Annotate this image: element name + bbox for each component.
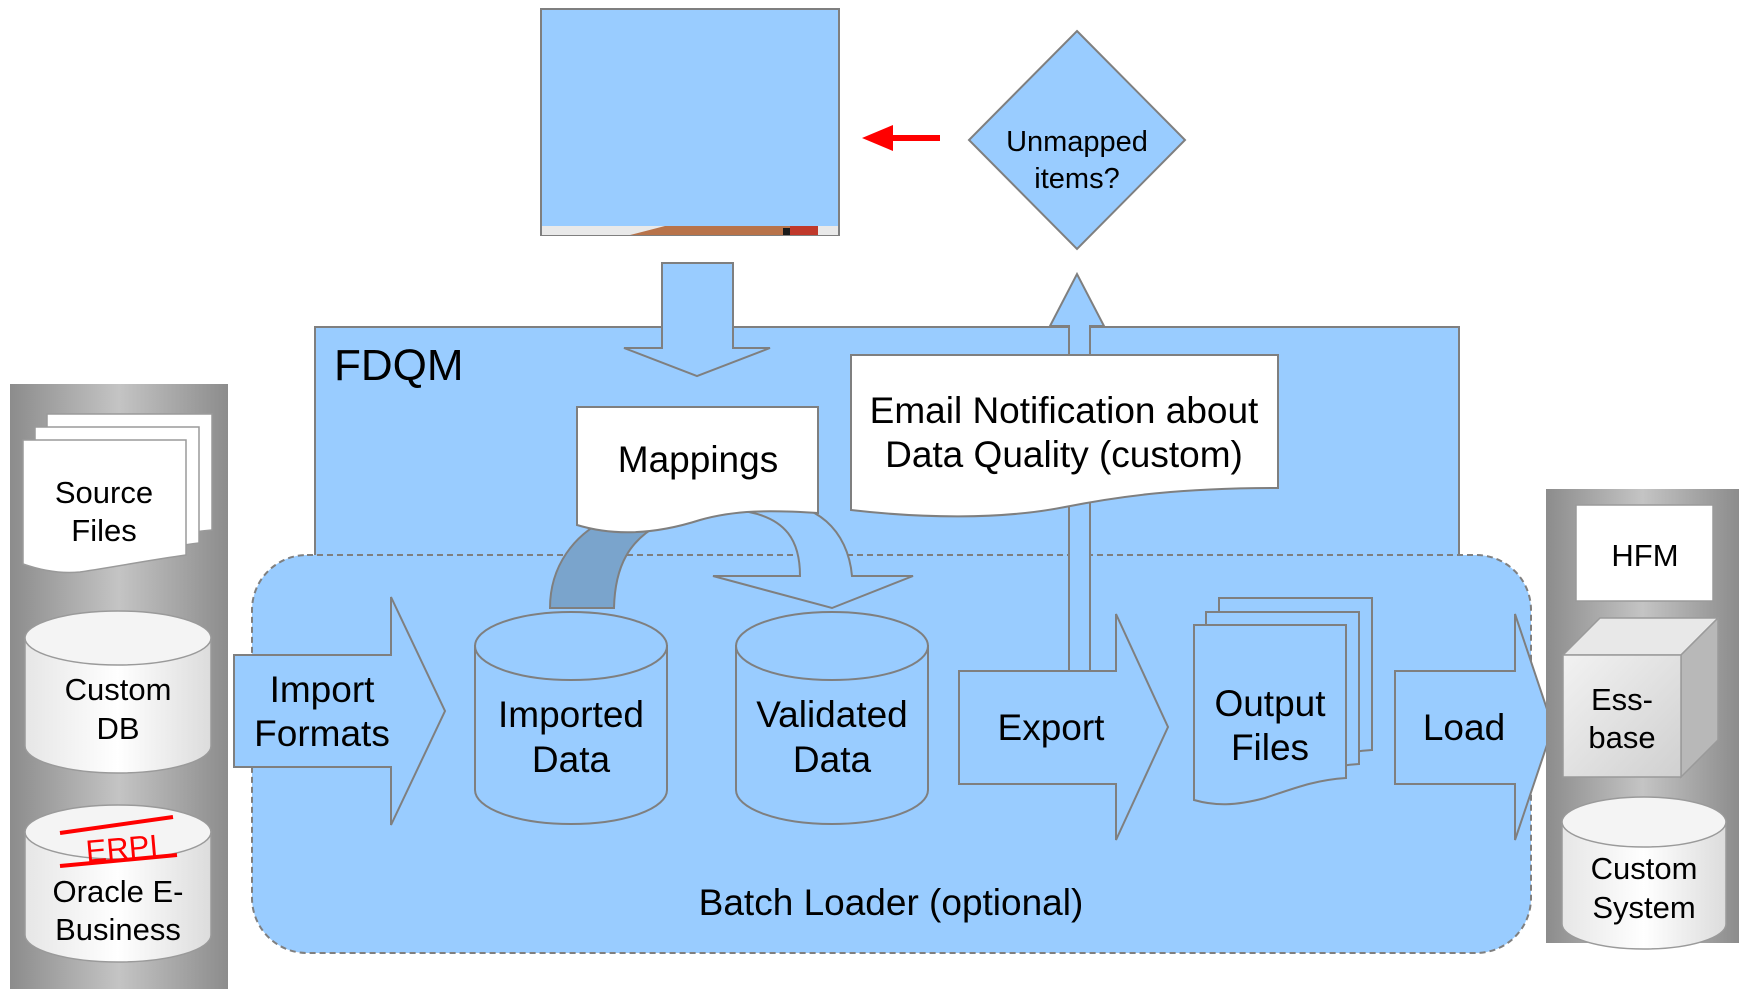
email-line-1: Email Notification about — [870, 390, 1259, 431]
essbase-line-2: base — [1588, 720, 1655, 755]
right-targets-panel: HFM Ess- base Custom System — [1546, 489, 1739, 950]
fdqm-title: FDQM — [334, 341, 464, 390]
source-files-line-1: Source — [55, 475, 153, 510]
import-formats-line-1: Import — [270, 669, 376, 710]
left-sources-panel: Source Files Custom DB ERPI Oracle E- Bu… — [10, 384, 228, 989]
essbase-line-1: Ess- — [1591, 682, 1653, 717]
mapping-screen-box — [540, 8, 840, 236]
custom-system-line-1: Custom — [1591, 851, 1698, 886]
imported-data-cylinder: Imported Data — [474, 611, 668, 825]
export-arrow: Export — [958, 613, 1170, 841]
load-arrow: Load — [1394, 613, 1555, 841]
imported-data-line-1: Imported — [498, 694, 644, 735]
source-files-line-2: Files — [71, 513, 136, 548]
import-formats-arrow: Import Formats — [233, 596, 447, 826]
unmapped-items-diamond: Unmapped items? — [967, 29, 1187, 251]
imported-data-line-2: Data — [532, 739, 611, 780]
batch-loader-label: Batch Loader (optional) — [699, 882, 1084, 923]
unmapped-line-2: items? — [1034, 163, 1119, 195]
hfm-box: HFM — [1575, 504, 1714, 602]
erpi-strike-bottom — [59, 853, 178, 868]
export-label: Export — [998, 707, 1106, 748]
erpi-strike-top — [59, 815, 174, 835]
essbase-cube: Ess- base — [1561, 616, 1720, 779]
validated-data-cylinder: Validated Data — [735, 611, 929, 825]
hfm-label: HFM — [1611, 538, 1678, 573]
oracle-ebusiness-cylinder: ERPI Oracle E- Business — [24, 804, 212, 963]
mappings-label: Mappings — [618, 439, 778, 480]
unmapped-line-1: Unmapped — [1006, 126, 1148, 158]
load-label: Load — [1423, 707, 1505, 748]
custom-db-line-2: DB — [96, 711, 139, 746]
custom-system-line-2: System — [1592, 890, 1695, 925]
custom-db-line-1: Custom — [65, 672, 172, 707]
mappings-document: Mappings — [576, 406, 819, 534]
custom-system-cylinder: Custom System — [1561, 796, 1727, 950]
oracle-line-1: Oracle E- — [53, 874, 184, 909]
red-arrow-icon — [862, 125, 940, 151]
validated-data-line-2: Data — [793, 739, 872, 780]
down-arrow-icon — [623, 262, 771, 378]
import-formats-line-2: Formats — [254, 713, 390, 754]
output-files-document: Output Files — [1193, 597, 1373, 806]
output-files-line-2: Files — [1231, 727, 1309, 768]
output-files-line-1: Output — [1214, 683, 1326, 724]
oracle-line-2: Business — [55, 912, 181, 947]
email-notification-document: Email Notification about Data Quality (c… — [850, 354, 1279, 518]
email-line-2: Data Quality (custom) — [885, 434, 1243, 475]
source-files-document: Source Files — [22, 413, 213, 574]
validated-data-line-1: Validated — [756, 694, 908, 735]
custom-db-cylinder: Custom DB — [24, 610, 212, 774]
